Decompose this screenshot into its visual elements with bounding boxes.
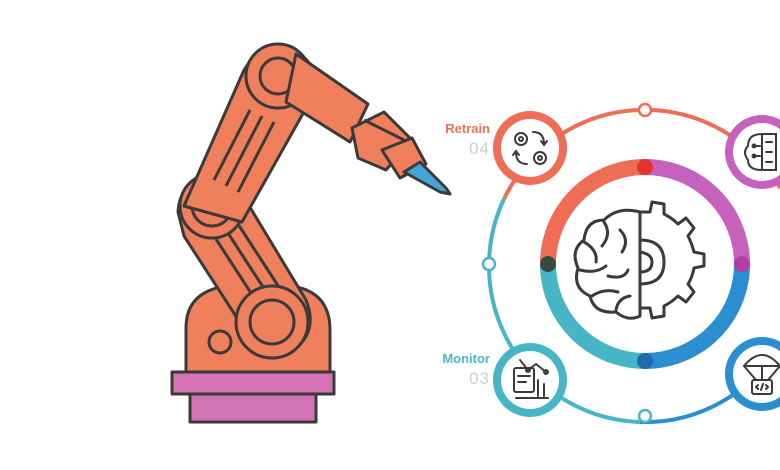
stage-node-deploy[interactable] — [725, 337, 780, 411]
gears-cycle-icon — [512, 131, 548, 165]
arm-forearm — [284, 52, 370, 144]
stage-number-retrain: 04 — [469, 139, 490, 158]
stage-title-monitor: Monitor — [442, 351, 490, 366]
stage-node-retrain[interactable] — [493, 111, 567, 185]
ring-dot-top — [637, 102, 653, 118]
monitor-chart-icon — [513, 359, 549, 399]
stage-label-retrain: Retrain 04 — [400, 121, 490, 159]
arm-nozzle — [402, 160, 452, 196]
lifecycle-inner-ring — [540, 159, 750, 369]
stage-number-monitor: 03 — [469, 369, 490, 388]
stage-node-train[interactable] — [725, 115, 780, 189]
ring-dot-left — [481, 256, 497, 272]
brain-gear-icon — [573, 200, 706, 320]
arm-base-bottom — [188, 392, 318, 424]
robotic-arm-icon — [170, 42, 452, 424]
arm-base-top — [170, 370, 336, 396]
chip-brain-icon — [744, 132, 777, 172]
stage-title-retrain: Retrain — [445, 121, 490, 136]
stage-label-monitor: Monitor 03 — [400, 351, 490, 389]
stage-node-monitor[interactable] — [493, 343, 567, 417]
ring-dot-bottom — [637, 408, 653, 424]
